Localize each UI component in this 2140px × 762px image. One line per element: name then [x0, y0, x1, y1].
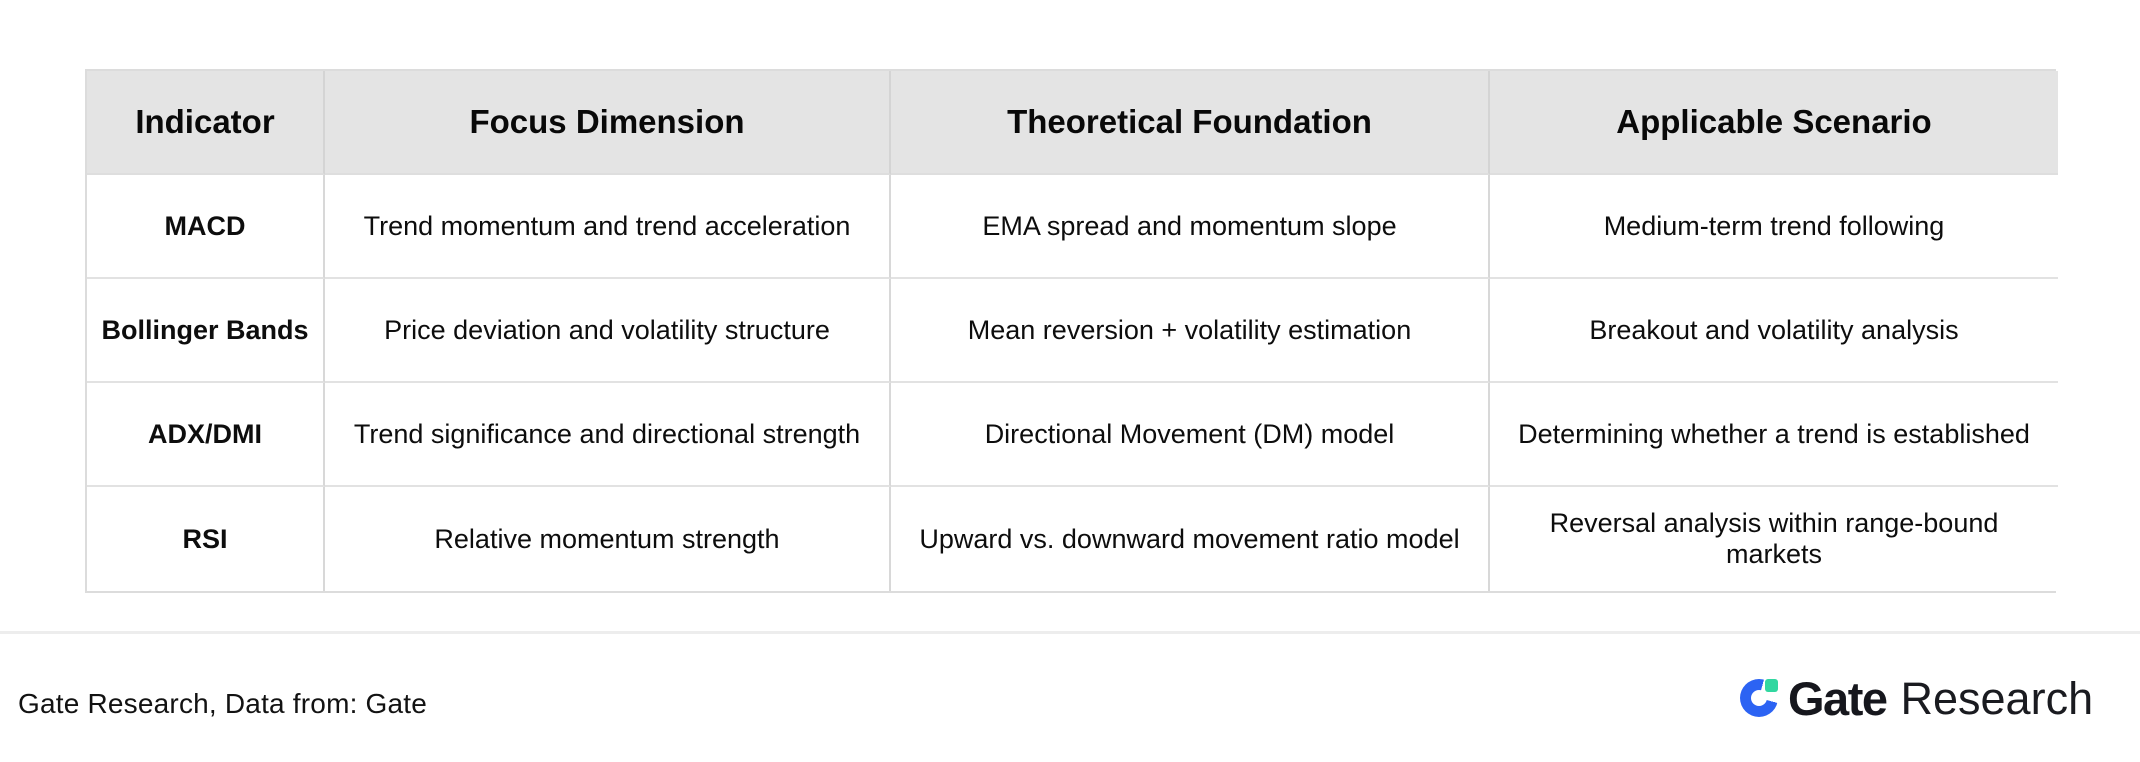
cell-scenario-rsi: Reversal analysis within range-bound mar… — [1490, 487, 2058, 591]
header-cell-theoretical-foundation: Theoretical Foundation — [891, 71, 1490, 175]
cell-focus-rsi: Relative momentum strength — [325, 487, 891, 591]
cell-indicator-rsi: RSI — [87, 487, 325, 591]
gate-research-logo: Gate Research — [1740, 672, 2093, 724]
cell-foundation-adx-dmi: Directional Movement (DM) model — [891, 383, 1490, 487]
gate-logo-green-square — [1765, 679, 1778, 692]
cell-indicator-bollinger-bands: Bollinger Bands — [87, 279, 325, 383]
cell-scenario-bollinger-bands: Breakout and volatility analysis — [1490, 279, 2058, 383]
gate-logo-icon — [1740, 679, 1778, 717]
cell-scenario-macd: Medium-term trend following — [1490, 175, 2058, 279]
footer-separator-line — [0, 631, 2140, 634]
logo-suffix-text: Research — [1900, 672, 2094, 724]
cell-foundation-macd: EMA spread and momentum slope — [891, 175, 1490, 279]
cell-scenario-adx-dmi: Determining whether a trend is establish… — [1490, 383, 2058, 487]
cell-focus-macd: Trend momentum and trend acceleration — [325, 175, 891, 279]
cell-indicator-macd: MACD — [87, 175, 325, 279]
header-cell-focus-dimension: Focus Dimension — [325, 71, 891, 175]
cell-foundation-rsi: Upward vs. downward movement ratio model — [891, 487, 1490, 591]
logo-brand-text: Gate — [1788, 671, 1888, 725]
cell-indicator-adx-dmi: ADX/DMI — [87, 383, 325, 487]
header-cell-indicator: Indicator — [87, 71, 325, 175]
cell-foundation-bollinger-bands: Mean reversion + volatility estimation — [891, 279, 1490, 383]
source-attribution-text: Gate Research, Data from: Gate — [18, 688, 428, 719]
indicator-comparison-table: Indicator Focus Dimension Theoretical Fo… — [85, 69, 2058, 593]
cell-focus-adx-dmi: Trend significance and directional stren… — [325, 383, 891, 487]
header-cell-applicable-scenario: Applicable Scenario — [1490, 71, 2058, 175]
cell-focus-bollinger-bands: Price deviation and volatility structure — [325, 279, 891, 383]
